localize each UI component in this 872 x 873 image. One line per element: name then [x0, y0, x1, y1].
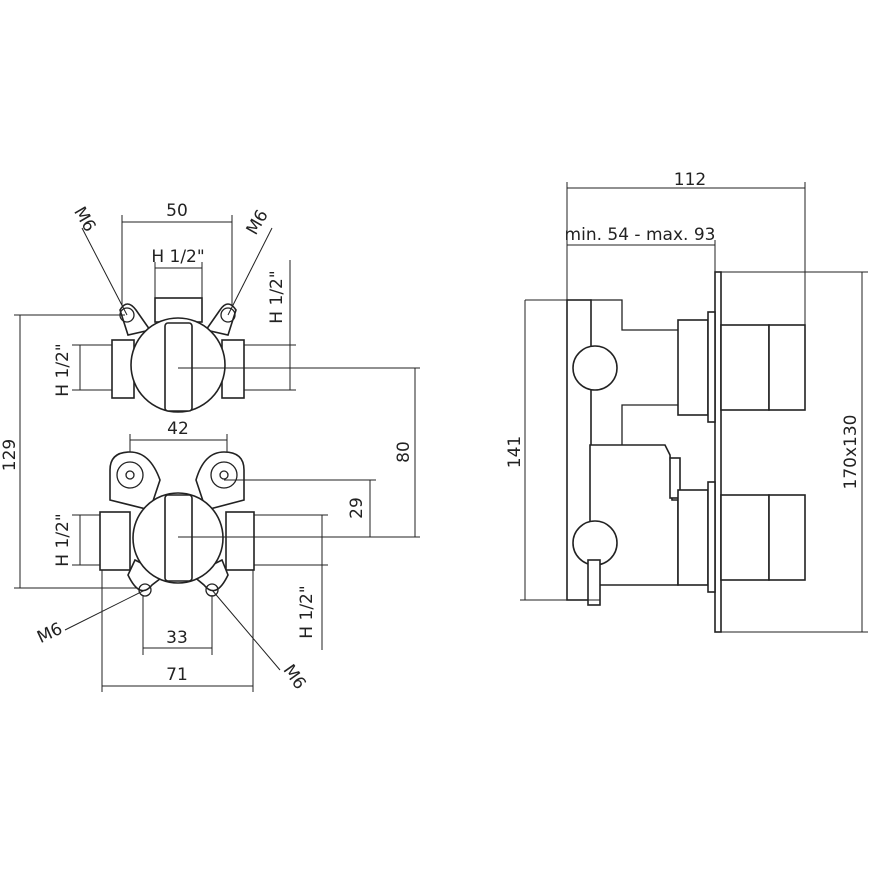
wall-plate — [714, 271, 722, 633]
dim-center-distance: 80 — [394, 441, 414, 463]
dim-top-thread: H 1/2" — [151, 247, 204, 267]
dim-upper-left-thread: H 1/2" — [53, 343, 73, 396]
lower-cartridge — [677, 489, 709, 586]
upper-handle — [768, 324, 806, 411]
dim-plate-size: 170x130 — [841, 415, 861, 490]
dim-top-width: 50 — [166, 201, 188, 221]
dim-total-depth: 112 — [674, 170, 706, 190]
front-view: 50 H 1/2" H 1/2" H 1/2" 129 — [0, 201, 420, 693]
screw-label-top-left: M6 — [69, 203, 99, 235]
upper-spindle — [164, 322, 193, 412]
dim-lower-right-thread: H 1/2" — [297, 585, 317, 638]
dim-lower-left-thread: H 1/2" — [53, 513, 73, 566]
dim-lower-offset: 29 — [347, 497, 367, 519]
right-fitting — [210, 461, 238, 489]
dim-lug-spacing: 33 — [166, 628, 188, 648]
screw-label-bottom-right: M6 — [279, 661, 310, 693]
dim-fittings-spacing: 42 — [167, 419, 189, 439]
lower-handle — [768, 494, 806, 581]
dim-depth-range: min. 54 - max. 93 — [565, 225, 716, 245]
upper-cartridge — [677, 319, 709, 416]
lower-inlet — [572, 520, 618, 566]
upper-inlet — [572, 345, 618, 391]
screw-label-top-right: M6 — [243, 206, 273, 238]
lower-spindle — [164, 494, 193, 582]
screw-label-bottom-left: M6 — [34, 619, 66, 648]
dim-upper-right-thread: H 1/2" — [267, 270, 287, 323]
dim-total-height: 129 — [0, 439, 20, 471]
side-view: 112 min. 54 - max. 93 170x130 141 — [505, 170, 868, 633]
dim-bottom-width: 71 — [166, 665, 188, 685]
left-fitting — [116, 461, 144, 489]
dim-body-height: 141 — [505, 436, 525, 468]
